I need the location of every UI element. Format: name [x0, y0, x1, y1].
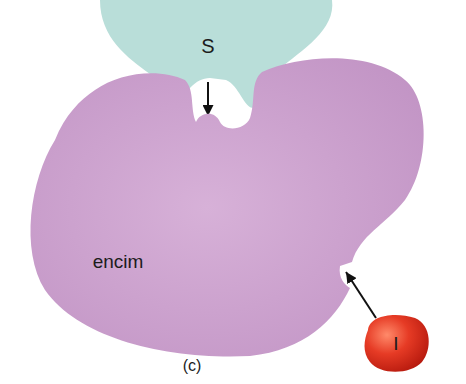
enzyme-shape: encim: [25, 50, 435, 365]
inhibitor-shape-fill: [365, 315, 429, 372]
arrow-connector: [207, 82, 209, 116]
enzyme-shape-fill: [31, 58, 424, 356]
enzyme-shape-outline: [25, 50, 435, 365]
node-label: I: [393, 334, 398, 355]
inhibitor-shape: I: [360, 310, 434, 378]
arrow-connector: [346, 272, 376, 318]
node-label: S: [201, 35, 214, 57]
node-label: encim: [93, 252, 144, 273]
panel-letter: (c): [183, 357, 202, 375]
